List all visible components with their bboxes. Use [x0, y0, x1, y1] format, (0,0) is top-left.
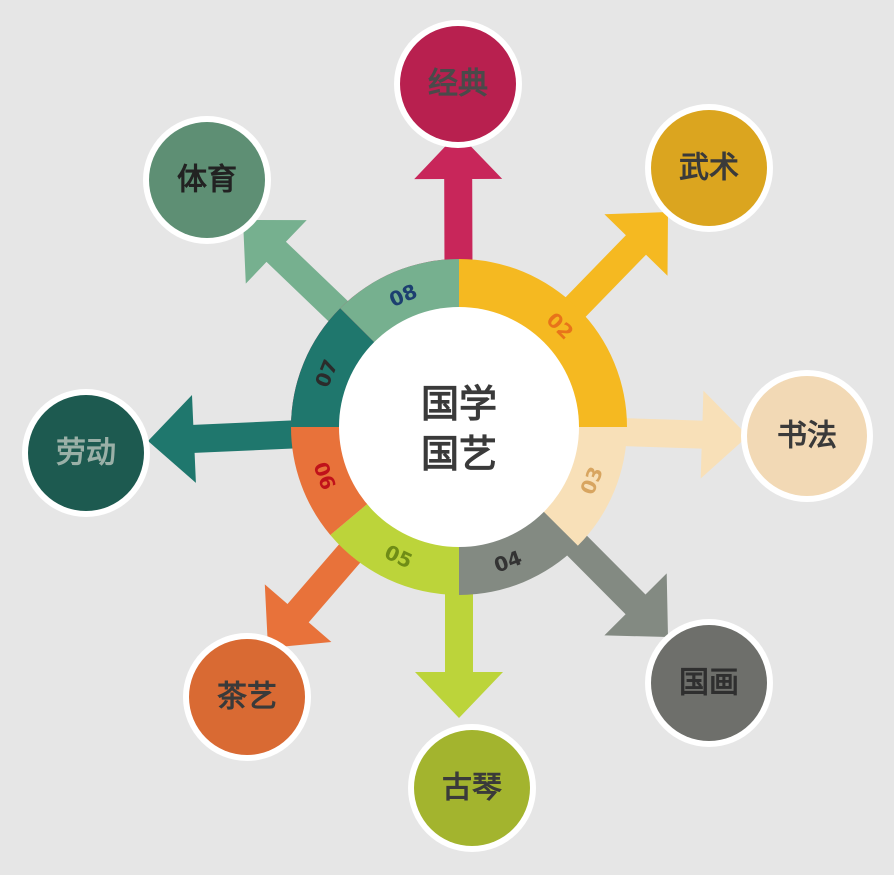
ring-segment-4: [459, 510, 578, 595]
arrow-5: [415, 487, 503, 718]
ring-segment-5: [330, 502, 459, 595]
node-circle-7: [28, 395, 144, 511]
node-circle-3: [747, 376, 867, 496]
node-label-5: 古琴: [442, 771, 502, 806]
arrow-7: [148, 395, 400, 483]
ring-segment-6: [291, 427, 369, 535]
node-circle-2: [651, 110, 767, 226]
node-label-6: 茶艺: [217, 680, 277, 715]
node-circle-4: [651, 625, 767, 741]
ring-segment-7: [291, 308, 376, 427]
node-circle-8: [149, 122, 265, 238]
node-label-1: 经典: [428, 67, 488, 102]
node-label-2: 武术: [679, 151, 739, 186]
node-label-4: 国画: [679, 666, 739, 701]
ring-segment-3: [542, 427, 627, 546]
ring-segment-8: [340, 259, 459, 344]
arrow-3: [518, 390, 748, 479]
node-circle-5: [414, 730, 530, 846]
center-circle: [339, 307, 579, 547]
node-circle-6: [189, 639, 305, 755]
node-label-8: 体育: [177, 163, 237, 198]
node-label-3: 书法: [777, 419, 837, 454]
center-title-line2: 国艺: [421, 432, 497, 476]
node-circle-1: [400, 26, 516, 142]
arrow-1: [414, 133, 503, 367]
center-title-line1: 国学: [421, 382, 497, 426]
node-label-7: 劳动: [56, 436, 116, 471]
